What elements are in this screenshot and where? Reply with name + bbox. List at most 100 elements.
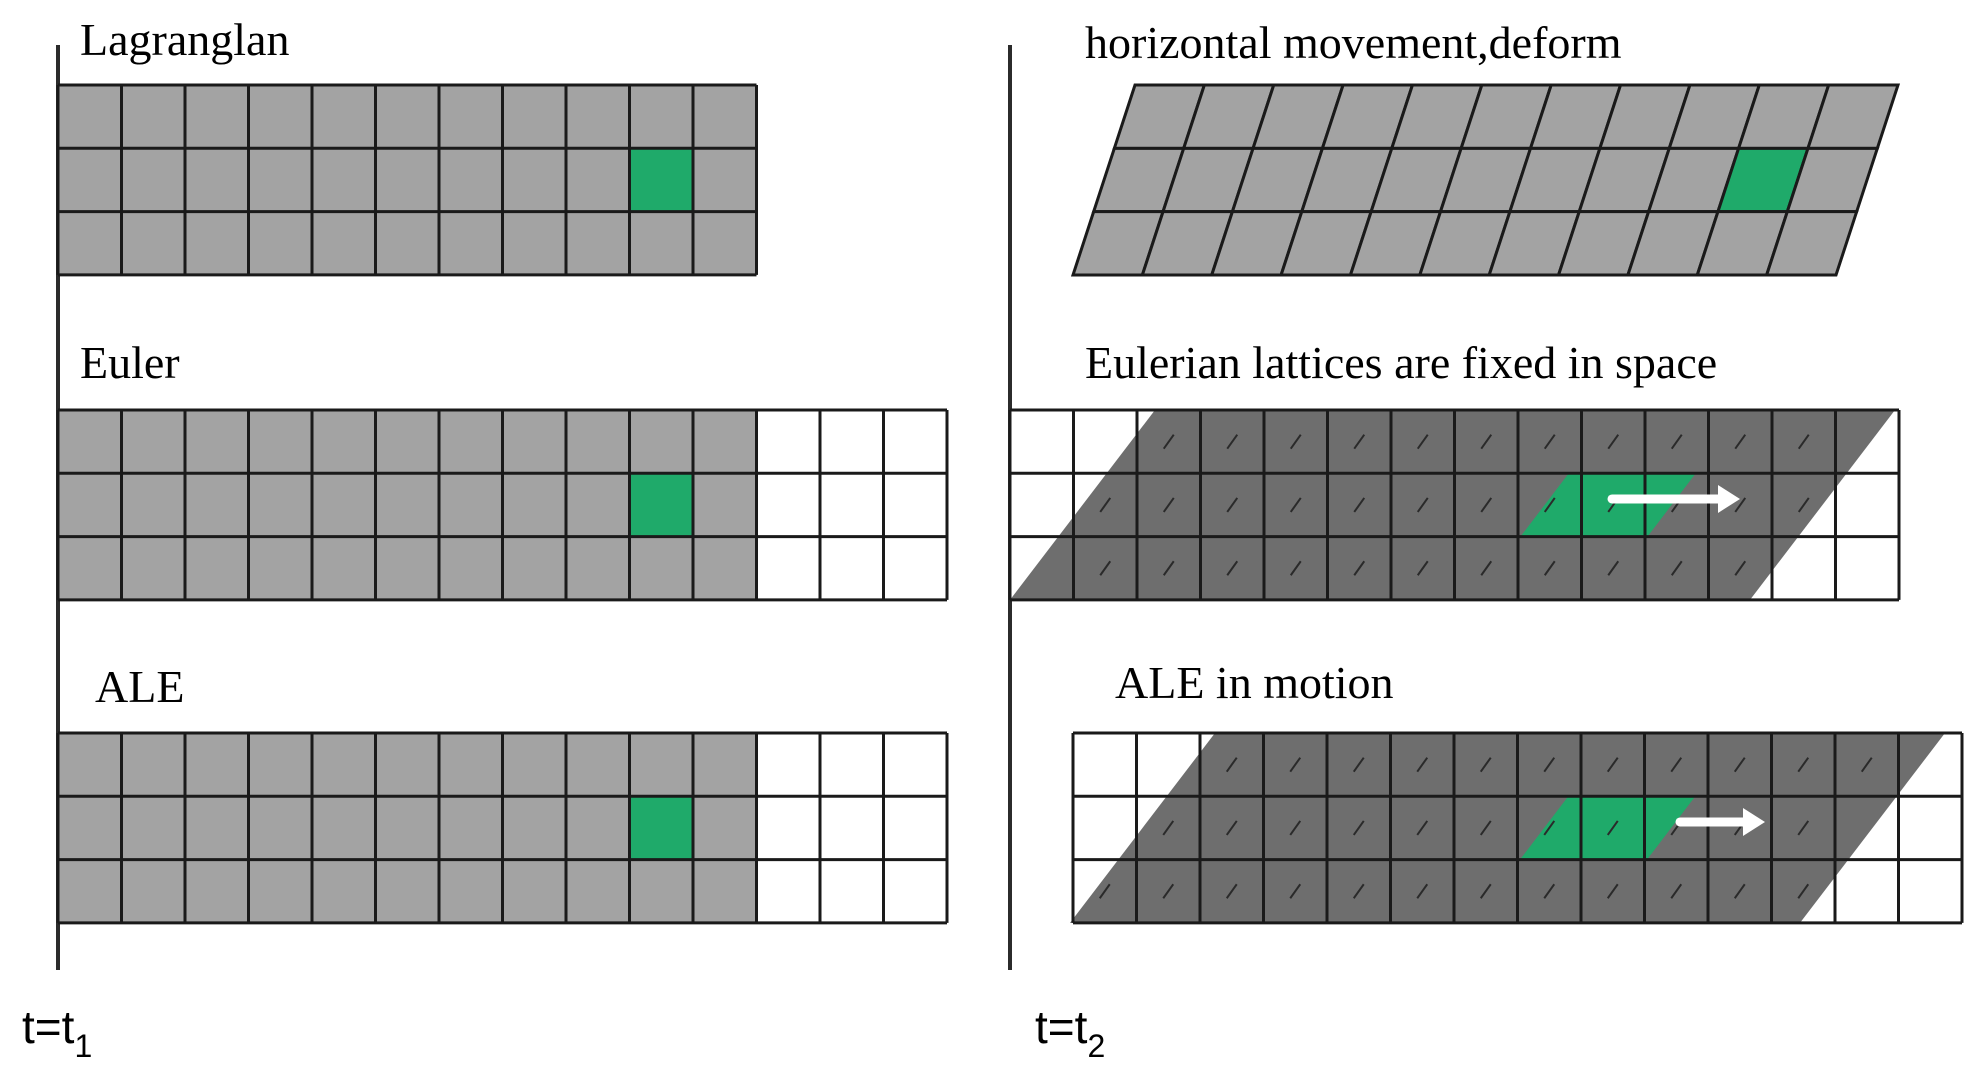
material-grid (56, 731, 949, 925)
material-grid (56, 83, 758, 277)
grid-cell (248, 211, 312, 275)
grid-cell (693, 796, 757, 860)
time-label-t2: t=t2 (1035, 1001, 1105, 1064)
deformation-tick (1480, 434, 1493, 450)
grid-cell (566, 733, 630, 797)
grid-cell (248, 536, 312, 600)
grid-cell (185, 473, 249, 537)
deformation-tick (1607, 560, 1620, 576)
motion-arrow-head (1718, 484, 1740, 513)
grid-cell (312, 211, 376, 275)
grid-cell (375, 796, 439, 860)
grid-cell (566, 410, 630, 474)
deformation-tick (1670, 560, 1683, 576)
deformation-tick (1606, 757, 1619, 773)
deformation-tick (1733, 883, 1746, 899)
ale-initial-panel: ALE (56, 661, 949, 925)
deformation-tick (1225, 757, 1238, 773)
grid-cell (439, 733, 503, 797)
euler-initial-panel: Euler (56, 337, 949, 602)
grid-cell (502, 796, 566, 860)
grid-cell (121, 796, 185, 860)
deformation-tick (1289, 757, 1302, 773)
deformation-tick (1352, 883, 1365, 899)
deformation-tick (1352, 757, 1365, 773)
grid-cell (121, 859, 185, 923)
deformation-tick (1734, 497, 1747, 513)
grid-cell (312, 796, 376, 860)
grid-cell (58, 85, 122, 149)
grid-cell (375, 211, 439, 275)
fixed-lattice-grid (1008, 408, 1901, 602)
grid-cell (502, 733, 566, 797)
deformation-tick (1098, 883, 1111, 899)
grid-cell (439, 536, 503, 600)
panel-title: Euler (80, 337, 180, 388)
grid-cell (185, 148, 249, 212)
grid-cell (312, 473, 376, 537)
grid-cell (629, 796, 693, 860)
grid-cell (820, 733, 884, 797)
grid-cell (693, 148, 757, 212)
deformation-tick (1289, 497, 1302, 513)
grid-cell (185, 859, 249, 923)
deformation-tick (1670, 757, 1683, 773)
grid-cell (629, 536, 693, 600)
deformation-tick (1543, 820, 1556, 836)
deformation-tick (1480, 560, 1493, 576)
grid-cell (121, 85, 185, 149)
deformation-tick (1543, 757, 1556, 773)
grid-cell (693, 211, 757, 275)
ale-moved-panel: ALE in motion (1070, 657, 1964, 925)
grid-cell (693, 536, 757, 600)
grid-cell (629, 410, 693, 474)
grid-cell (756, 536, 820, 600)
deformation-tick (1416, 434, 1429, 450)
grid-cell (312, 85, 376, 149)
deformation-tick (1162, 883, 1175, 899)
deformation-tick (1670, 434, 1683, 450)
deformation-tick (1479, 757, 1492, 773)
grid-cell (756, 733, 820, 797)
grid-cell (566, 148, 630, 212)
grid-cell (248, 410, 312, 474)
deformation-tick (1797, 820, 1810, 836)
lagrangian-initial-panel: Lagranglan (56, 14, 758, 277)
grid-cell (502, 148, 566, 212)
deformation-tick (1352, 820, 1365, 836)
grid-cell (375, 148, 439, 212)
deformation-tick (1353, 434, 1366, 450)
deformation-tick (1099, 560, 1112, 576)
panel-title: horizontal movement,deform (1085, 17, 1622, 68)
deformation-tick (1099, 497, 1112, 513)
grid-cell (58, 733, 122, 797)
grid-cell (820, 473, 884, 537)
deformation-tick (1480, 497, 1493, 513)
grid-cell (58, 148, 122, 212)
grid-cell (756, 859, 820, 923)
deformation-tick (1734, 434, 1747, 450)
grid-cell (883, 796, 947, 860)
grid-cell (566, 473, 630, 537)
deformation-tick (1162, 434, 1175, 450)
grid-cell (439, 796, 503, 860)
grid-cell (820, 859, 884, 923)
deformation-tick (1607, 434, 1620, 450)
deformation-tick (1416, 560, 1429, 576)
grid-cell (312, 410, 376, 474)
deformation-tick (1226, 560, 1239, 576)
panel-title: Lagranglan (80, 14, 289, 65)
deformation-tick (1353, 497, 1366, 513)
grid-cell (693, 473, 757, 537)
grid-cell (185, 85, 249, 149)
deformation-tick (1225, 820, 1238, 836)
grid-cell (248, 796, 312, 860)
deformation-tick (1860, 757, 1873, 773)
grid-cell (629, 859, 693, 923)
deformation-tick (1797, 883, 1810, 899)
grid-cell (121, 733, 185, 797)
grid-cell (566, 859, 630, 923)
deformation-tick (1289, 560, 1302, 576)
deformation-tick (1479, 883, 1492, 899)
grid-cell (58, 410, 122, 474)
